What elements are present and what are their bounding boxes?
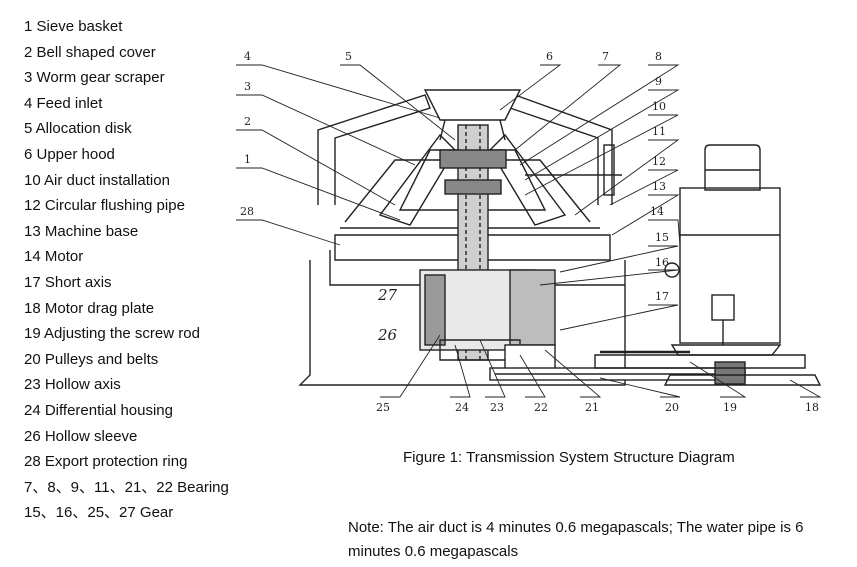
- part-number-label: 13: [652, 180, 666, 193]
- part-numbers: 4 5 6 7 8 9 10 11 12 13 14 15 16 17 3 2 …: [240, 50, 819, 414]
- legend-item: 6 Upper hood: [24, 145, 115, 163]
- part-number-label: 16: [655, 256, 669, 269]
- part-number-label: 12: [652, 155, 666, 168]
- legend-item: 10 Air duct installation: [24, 171, 170, 189]
- part-number-label: 6: [546, 50, 553, 63]
- flushing-pipe: [525, 144, 622, 196]
- part-number-label: 9: [655, 75, 662, 88]
- legend-item: 7、8、9、11、21、22 Bearing: [24, 478, 229, 496]
- part-number-label: 19: [723, 401, 737, 414]
- leader-lines: [236, 64, 822, 398]
- transmission-diagram: 4 5 6 7 8 9 10 11 12 13 14 15 16 17 3 2 …: [236, 50, 822, 414]
- legend-item: 24 Differential housing: [24, 401, 173, 419]
- motor: [664, 144, 782, 356]
- part-number-label: 18: [805, 401, 819, 414]
- legend-item: 17 Short axis: [24, 273, 112, 291]
- part-number-label: 15: [655, 231, 669, 244]
- legend-item: 19 Adjusting the screw rod: [24, 325, 200, 343]
- part-number-label: 1: [244, 153, 251, 166]
- parts-legend: 1 Sieve basket 2 Bell shaped cover 3 Wor…: [24, 14, 284, 526]
- part-number-label: 23: [490, 401, 504, 414]
- part-number-label: 11: [652, 125, 666, 138]
- legend-item: 14 Motor: [24, 248, 84, 266]
- part-number-label: 27: [377, 286, 398, 304]
- part-number-label: 4: [244, 50, 251, 63]
- figure-caption: Figure 1: Transmission System Structure …: [403, 449, 735, 466]
- part-number-label: 7: [602, 50, 609, 63]
- part-number-label: 10: [652, 100, 666, 113]
- legend-item: 1 Sieve basket: [24, 18, 123, 35]
- legend-item: 18 Motor drag plate: [24, 299, 155, 317]
- machine-base: [298, 250, 626, 386]
- legend-item: 5 Allocation disk: [24, 120, 132, 138]
- part-number-label: 21: [585, 401, 599, 414]
- part-number-label: 28: [240, 205, 254, 218]
- part-number-label: 2: [244, 115, 251, 128]
- part-number-label: 8: [655, 50, 662, 63]
- legend-item: 2 Bell shaped cover: [24, 43, 156, 61]
- legend-item: 20 Pulleys and belts: [24, 350, 159, 368]
- note-text: Note: The air duct is 4 minutes 0.6 mega…: [348, 519, 804, 560]
- legend-item: 23 Hollow axis: [24, 376, 121, 394]
- part-number-label: 17: [655, 290, 669, 303]
- part-number-label: 5: [345, 50, 352, 63]
- part-number-label: 24: [455, 401, 469, 414]
- part-number-label: 25: [376, 401, 390, 414]
- part-number-label: 20: [665, 401, 679, 414]
- legend-item: 12 Circular flushing pipe: [24, 197, 185, 215]
- part-number-label: 3: [244, 80, 251, 93]
- part-number-label: 26: [377, 326, 398, 344]
- legend-item: 13 Machine base: [24, 222, 139, 240]
- legend-item: 3 Worm gear scraper: [24, 69, 165, 87]
- legend-item: 28 Export protection ring: [24, 453, 188, 471]
- legend-item: 15、16、25、27 Gear: [24, 504, 174, 522]
- part-number-label: 22: [534, 401, 548, 414]
- legend-item: 4 Feed inlet: [24, 94, 103, 112]
- part-number-label: 14: [650, 205, 664, 218]
- legend-item: 26 Hollow sleeve: [24, 427, 138, 445]
